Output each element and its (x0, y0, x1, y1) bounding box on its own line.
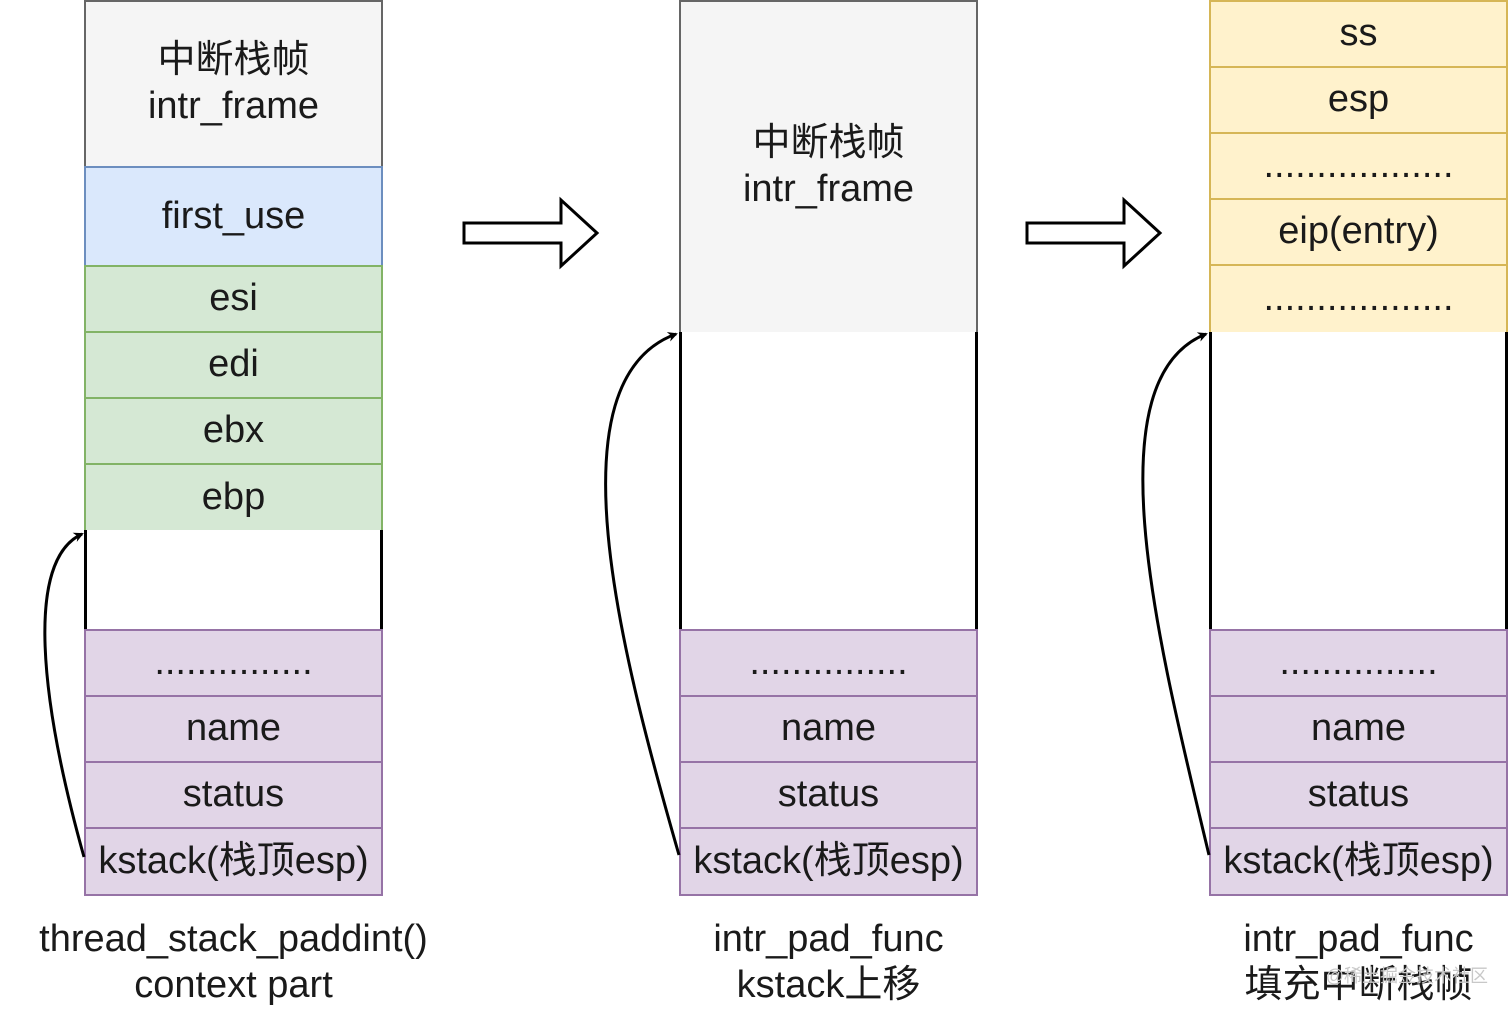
stack-2-caption-line1: intr_pad_func (713, 918, 944, 960)
pcb-kstack-cell: kstack(栈顶esp) (1209, 827, 1508, 896)
empty-stack-region (84, 530, 383, 631)
stack-1-caption-line2: context part (134, 964, 333, 1006)
watermark: @稀土掘金技术社区 (1325, 966, 1488, 986)
pcb-dots-cell: ............... (679, 629, 978, 697)
pcb-name-cell: name (1209, 695, 1508, 763)
intr-frame-label-en: intr_frame (147, 85, 320, 127)
pcb-status-cell: status (84, 761, 383, 829)
stack-3-caption-line1: intr_pad_func (1243, 918, 1474, 960)
intr-frame-label-en: intr_frame (742, 168, 915, 210)
empty-stack-region (679, 332, 978, 631)
pcb-kstack-cell: kstack(栈顶esp) (84, 827, 383, 896)
pcb-kstack-cell: kstack(栈顶esp) (679, 827, 978, 896)
intr-frame-label-cn: 中断栈帧 (157, 39, 310, 82)
stack-2-caption: intr_pad_func kstack上移 (679, 916, 978, 1008)
reg-ebp-cell: ebp (84, 463, 383, 532)
intr-frame-block: 中断栈帧 intr_frame (84, 0, 383, 168)
first-use-cell: first_use (84, 166, 383, 267)
pcb-name-cell: name (679, 695, 978, 763)
stack-1: 中断栈帧 intr_frame first_use esi edi ebx eb… (84, 0, 383, 896)
stack-2: 中断栈帧 intr_frame ............... name sta… (679, 0, 978, 896)
transition-arrow-2 (1025, 196, 1163, 270)
kstack-pointer-arrow-3 (1141, 332, 1211, 856)
frame-ss-cell: ss (1209, 0, 1508, 68)
stack-3: ss esp .................. eip(entry) ...… (1209, 0, 1508, 896)
transition-arrow-1 (462, 196, 600, 270)
reg-ebx-cell: ebx (84, 397, 383, 465)
pcb-dots-cell: ............... (84, 629, 383, 697)
kstack-pointer-arrow-2 (604, 332, 681, 856)
frame-esp-cell: esp (1209, 66, 1508, 134)
frame-eip-cell: eip(entry) (1209, 198, 1508, 266)
stack-1-caption: thread_stack_paddint() context part (0, 916, 467, 1008)
empty-stack-region (1209, 332, 1508, 631)
stack-2-caption-line2: kstack上移 (736, 964, 921, 1006)
pcb-status-cell: status (1209, 761, 1508, 829)
pcb-name-cell: name (84, 695, 383, 763)
intr-frame-label-cn: 中断栈帧 (752, 122, 905, 165)
pcb-dots-cell: ............... (1209, 629, 1508, 697)
stack-3-caption: intr_pad_func 填充中断栈帧 (1209, 916, 1508, 1008)
stack-1-caption-line1: thread_stack_paddint() (39, 918, 428, 960)
frame-dots-cell: .................. (1209, 132, 1508, 200)
kstack-pointer-arrow-1 (43, 532, 86, 858)
stack-3-caption-line2: 填充中断栈帧 (1244, 964, 1473, 1006)
intr-frame-block: 中断栈帧 intr_frame (679, 0, 978, 334)
